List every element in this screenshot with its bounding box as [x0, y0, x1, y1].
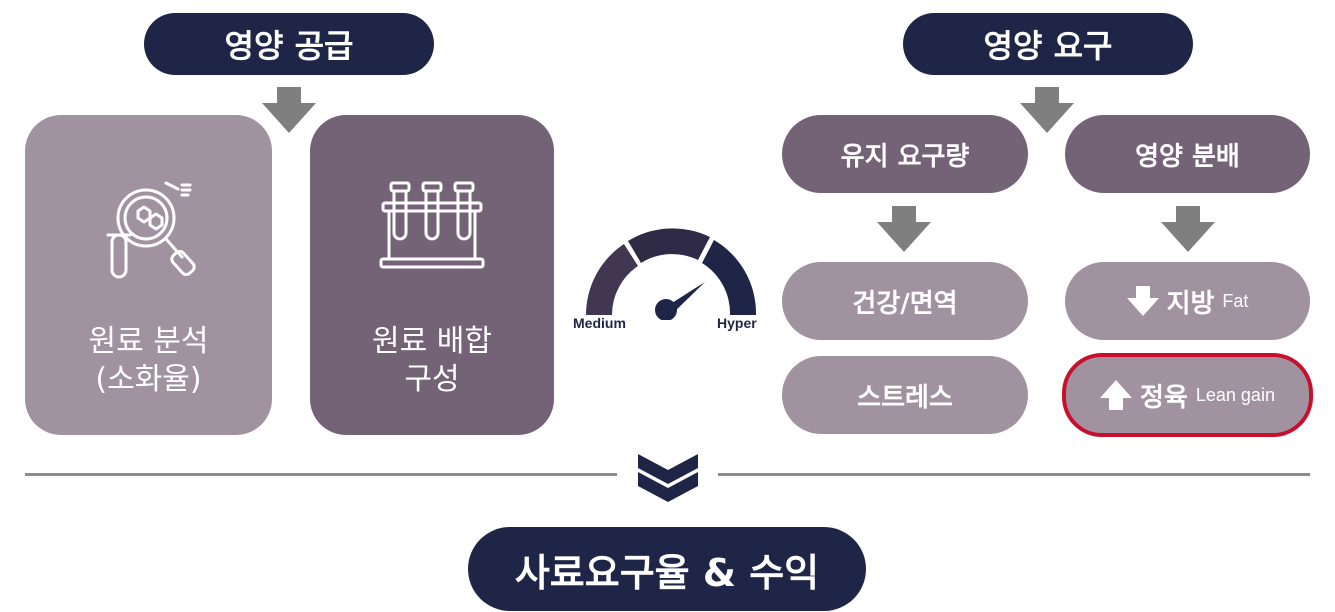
demand-title: 영양 요구: [983, 27, 1113, 65]
divider-right: [718, 473, 1310, 476]
raw-blend-line2: 구성: [404, 362, 460, 397]
maintenance-label: 유지 요구량: [840, 141, 970, 172]
lean-label: 정육: [1140, 382, 1188, 413]
raw-analysis-line1: 원료 분석: [88, 324, 209, 359]
up-arrow-icon: [1100, 380, 1133, 410]
distribution-pill: 영양 분배: [1065, 115, 1310, 193]
magnifier-molecule-icon: [106, 181, 196, 279]
speed-gauge: [585, 228, 757, 320]
distribution-label: 영양 분배: [1135, 141, 1240, 172]
fat-pill: 지방 Fat: [1065, 262, 1310, 340]
raw-blend-label: 원료 배합 구성: [372, 323, 492, 399]
result-pill: 사료요구율 & 수익: [468, 527, 866, 611]
distribution-down-arrow: [1161, 206, 1215, 252]
supply-title: 영양 공급: [224, 27, 354, 65]
stress-label: 스트레스: [857, 382, 953, 413]
raw-analysis-line2: (소화율): [95, 362, 202, 397]
health-pill: 건강/면역: [782, 262, 1028, 340]
divider-left: [25, 473, 617, 476]
gauge-left-label: Medium: [573, 315, 626, 331]
health-label: 건강/면역: [852, 288, 958, 319]
gauge-right-label: Hyper: [717, 315, 757, 331]
maintenance-down-arrow: [877, 206, 931, 252]
maintenance-pill: 유지 요구량: [782, 115, 1028, 193]
fat-label: 지방: [1166, 288, 1215, 319]
raw-analysis-box: 원료 분석 (소화율): [25, 115, 272, 435]
result-title: 사료요구율 & 수익: [514, 550, 820, 595]
fat-sub-label: Fat: [1222, 290, 1249, 311]
lean-sub-label: Lean gain: [1195, 384, 1275, 405]
raw-blend-box: 원료 배합 구성: [310, 115, 554, 435]
double-chevron-down-icon: [638, 454, 698, 502]
supply-title-pill: 영양 공급: [144, 13, 434, 75]
stress-pill: 스트레스: [782, 356, 1028, 434]
lean-pill: 정육 Lean gain: [1062, 353, 1313, 437]
demand-down-arrow: [1020, 87, 1074, 133]
test-tube-rack-icon: [379, 181, 485, 269]
raw-blend-line1: 원료 배합: [372, 324, 492, 359]
raw-analysis-label: 원료 분석 (소화율): [89, 323, 209, 399]
supply-down-arrow: [262, 87, 316, 133]
down-arrow-icon: [1126, 286, 1159, 316]
demand-title-pill: 영양 요구: [903, 13, 1193, 75]
